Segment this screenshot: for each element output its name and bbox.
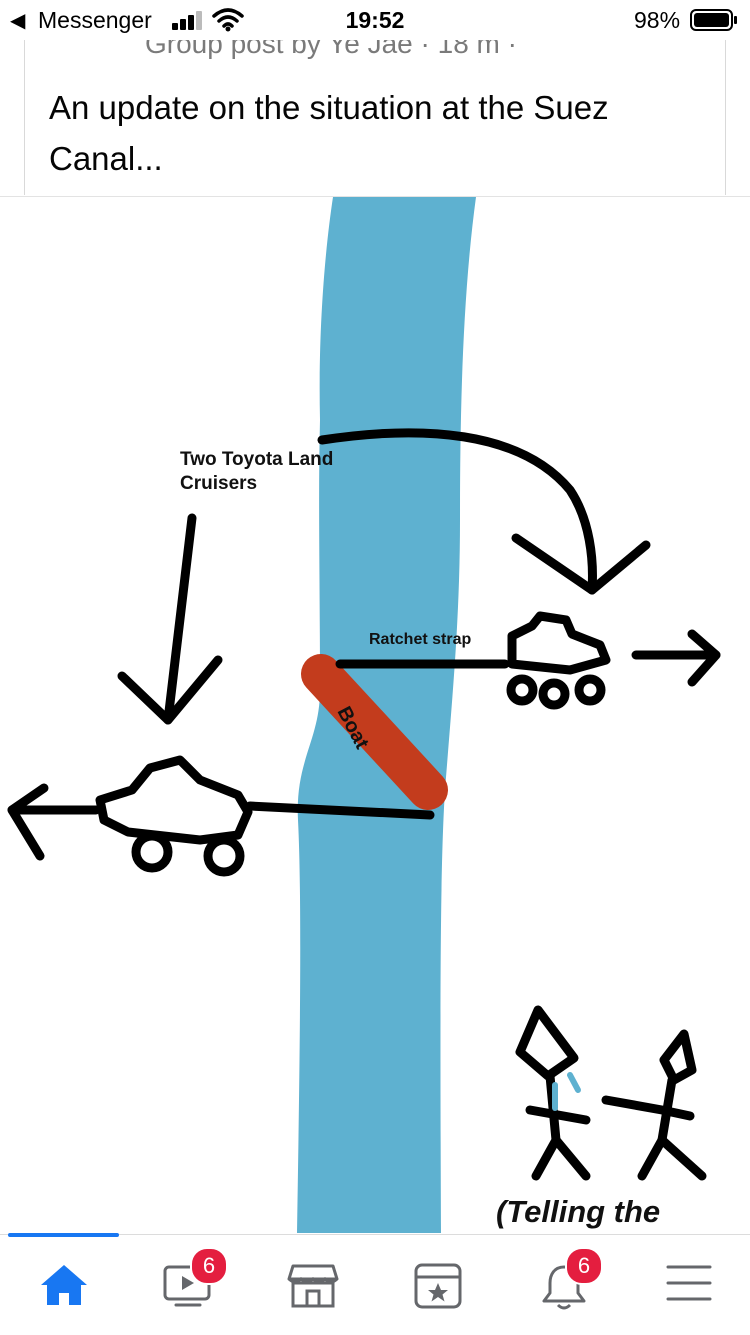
- right-car: [506, 611, 611, 710]
- label-ratchet-strap: Ratchet strap: [369, 631, 472, 648]
- label-telling-the: (Telling the: [496, 1194, 661, 1229]
- menu-icon: [666, 1265, 712, 1301]
- battery-icon: [690, 9, 737, 31]
- stick-figure-right: [601, 1029, 707, 1181]
- video-badge: 6: [190, 1247, 228, 1285]
- arrow-left-head: [117, 655, 223, 725]
- status-bar: ◀ Messenger 19:52 98%: [0, 0, 750, 40]
- clock: 19:52: [345, 7, 405, 33]
- divider: [0, 196, 750, 197]
- notifications-badge: 6: [565, 1247, 603, 1285]
- battery-percent: 98%: [634, 7, 681, 33]
- back-to-app-label[interactable]: Messenger: [38, 7, 152, 33]
- cell-signal-icon: [172, 11, 202, 30]
- home-icon: [41, 1265, 87, 1305]
- active-tab-indicator: [8, 1233, 119, 1237]
- tab-marketplace[interactable]: [253, 1235, 373, 1335]
- tab-home[interactable]: [3, 1235, 123, 1335]
- boat-shape: [301, 654, 448, 810]
- news-icon: [414, 1263, 462, 1309]
- tab-news[interactable]: [378, 1235, 498, 1335]
- post-header[interactable]: Group post by Ye Jae · 18 m ·: [145, 40, 517, 59]
- left-car: [95, 755, 253, 877]
- tab-notifications[interactable]: 6: [503, 1235, 623, 1335]
- wifi-icon: [212, 8, 244, 32]
- meme-drawing: [7, 197, 721, 1233]
- label-two-toyota: Two Toyota Land Cruisers: [180, 449, 334, 494]
- arrow-left-line: [163, 513, 197, 725]
- strap-left: [245, 801, 435, 820]
- tab-bar: 6 6: [0, 1233, 750, 1335]
- post-image[interactable]: Two Toyota Land Cruisers Ratchet strap B…: [0, 197, 750, 1233]
- tears: [552, 1072, 581, 1111]
- arrow-right-curve: [317, 428, 597, 595]
- marketplace-icon: [287, 1264, 339, 1308]
- tab-video[interactable]: 6: [128, 1235, 248, 1335]
- canal: [297, 197, 476, 1233]
- post-card: Group post by Ye Jae · 18 m · An update …: [24, 40, 726, 195]
- back-arrow-icon[interactable]: ◀: [10, 10, 26, 32]
- post-text: An update on the situation at the Suez C…: [49, 89, 609, 177]
- tab-menu[interactable]: [628, 1235, 748, 1335]
- arrow-right-head: [511, 533, 651, 595]
